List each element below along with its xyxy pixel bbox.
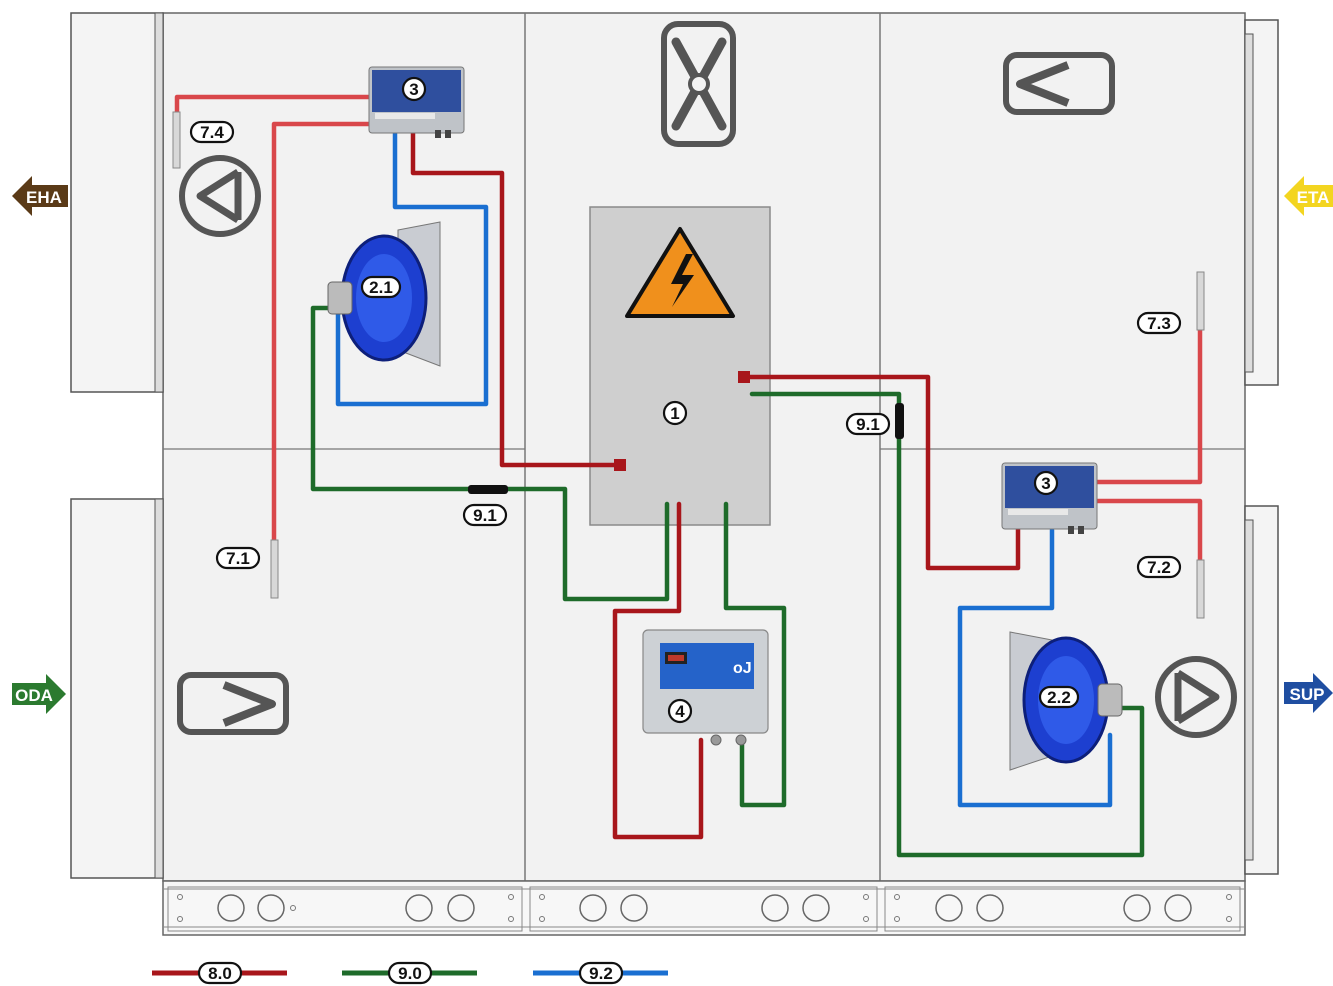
svg-text:9.2: 9.2 [589, 964, 613, 983]
power-wiring [410, 124, 1021, 840]
svg-text:9.1: 9.1 [856, 415, 880, 434]
sensor-probe [270, 539, 279, 599]
base-frame [162, 880, 1246, 936]
label-main-panel: 1 [662, 400, 688, 426]
legend-fan-signal: 9.2 [533, 961, 668, 985]
sup-arrow: SUP [1284, 673, 1333, 713]
svg-text:9.1: 9.1 [473, 506, 497, 525]
sensor-probe [1196, 559, 1205, 619]
svg-text:3: 3 [1041, 474, 1050, 493]
fan-direction-icon [179, 155, 261, 237]
fan-icon [661, 21, 736, 147]
label-sensor-72: 7.2 [1136, 555, 1182, 579]
svg-text:9.0: 9.0 [398, 964, 422, 983]
svg-text:1: 1 [670, 404, 679, 423]
svg-text:3: 3 [409, 80, 418, 99]
label-sensor-74: 7.4 [189, 120, 235, 144]
svg-text:7.2: 7.2 [1147, 558, 1171, 577]
sensor-probe [172, 111, 181, 169]
svg-text:4: 4 [675, 702, 685, 721]
label-fan-right: 2.2 [1038, 685, 1080, 709]
inline-connector [468, 485, 508, 494]
label-sensor-71: 7.1 [215, 546, 261, 570]
sensor-probe [1196, 271, 1205, 331]
svg-text:7.4: 7.4 [200, 123, 224, 142]
svg-text:7.1: 7.1 [226, 549, 250, 568]
left-duct-flanges [70, 12, 164, 879]
filter-arrow-icon [177, 672, 289, 735]
svg-text:oJ: oJ [733, 660, 752, 677]
svg-text:2.2: 2.2 [1047, 688, 1071, 707]
right-duct-flanges [1244, 19, 1279, 875]
label-fan-left: 2.1 [360, 275, 402, 299]
high-voltage-icon [625, 227, 735, 318]
main-control-panel [589, 206, 771, 526]
eta-label: ETA [1297, 188, 1330, 207]
fan-direction-icon [1155, 656, 1237, 738]
sensor-wiring [174, 94, 1203, 563]
oda-label: ODA [15, 686, 53, 705]
inline-connector [895, 403, 904, 439]
fan-signal-wiring [335, 129, 1113, 808]
label-display-unit: 4 [667, 698, 693, 724]
eha-label: EHA [26, 188, 62, 207]
label-sensor-73: 7.3 [1136, 311, 1182, 335]
eta-arrow: ETA [1284, 176, 1333, 216]
svg-text:2.1: 2.1 [369, 278, 393, 297]
svg-text:8.0: 8.0 [208, 964, 232, 983]
label-controller-top: 3 [401, 76, 427, 102]
filter-arrow-icon [1003, 52, 1115, 115]
label-connector-right: 9.1 [845, 412, 891, 436]
legend-control: 9.0 [342, 961, 477, 985]
svg-text:7.3: 7.3 [1147, 314, 1171, 333]
sup-label: SUP [1290, 685, 1325, 704]
oda-arrow: ODA [12, 674, 66, 714]
display-control-unit: oJ [642, 629, 769, 746]
control-wiring [310, 305, 1145, 858]
eha-arrow: EHA [12, 176, 68, 216]
label-controller-right: 3 [1033, 470, 1059, 496]
label-connector-left: 9.1 [462, 503, 508, 527]
legend-power: 8.0 [152, 961, 287, 985]
fan-right [1009, 631, 1123, 771]
